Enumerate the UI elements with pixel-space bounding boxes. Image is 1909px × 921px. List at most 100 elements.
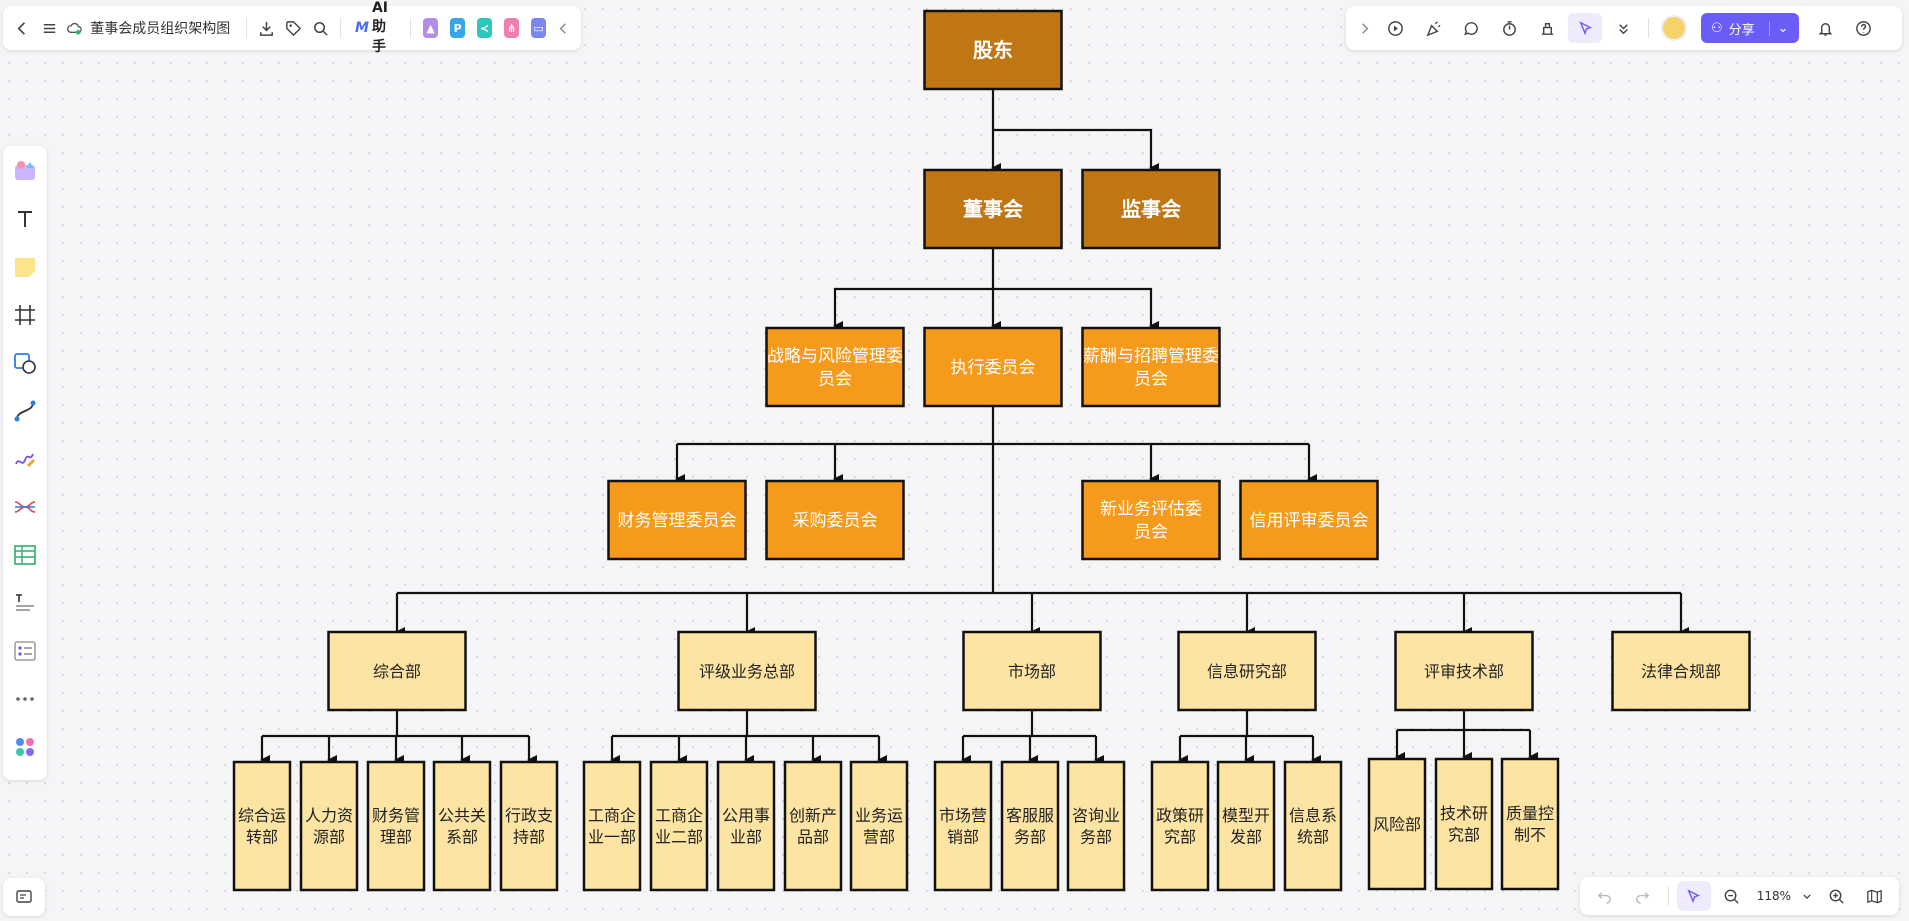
node-committee-0[interactable]: 战略与风险管理委员会	[765, 326, 905, 408]
connector-board-strategy	[833, 287, 993, 331]
node-unit-3-0-label: 政策研究部	[1156, 806, 1204, 847]
node-department-0-label: 综合部	[373, 662, 421, 681]
vote-icon[interactable]	[1530, 13, 1564, 43]
zoom-level[interactable]: 118%	[1756, 889, 1791, 903]
expand-right-icon[interactable]	[1354, 13, 1374, 43]
flow-plugin-icon[interactable]: ⋔	[504, 18, 520, 38]
connector-lines	[260, 89, 1689, 765]
node-department-2[interactable]: 市场部	[962, 630, 1102, 712]
more-chevrons-icon[interactable]	[1606, 13, 1640, 43]
present-play-icon[interactable]	[1378, 13, 1412, 43]
share-button[interactable]: ⚇分享⌄	[1701, 13, 1799, 43]
timer-icon[interactable]	[1492, 13, 1526, 43]
zoom-dropdown-icon[interactable]	[1799, 881, 1815, 911]
image-plugin-icon[interactable]: ▲	[423, 18, 439, 38]
node-unit-3-1[interactable]: 模型开发部	[1216, 760, 1276, 892]
tag-icon[interactable]	[282, 13, 305, 43]
node-subcommittee-0-label: 财务管理委员会	[618, 511, 737, 531]
minimap-icon[interactable]	[1857, 881, 1891, 911]
node-subcommittee-0[interactable]: 财务管理委员会	[607, 479, 747, 561]
node-shareholders[interactable]: 股东	[923, 9, 1063, 91]
node-subcommittee-3[interactable]: 信用评审委员会	[1239, 479, 1379, 561]
more-tools-icon[interactable]	[8, 680, 42, 718]
document-title[interactable]: 董事会成员组织架构图	[90, 21, 231, 37]
download-icon[interactable]	[255, 13, 278, 43]
undo-icon[interactable]	[1588, 881, 1622, 911]
node-department-1[interactable]: 评级业务总部	[677, 630, 817, 712]
connector-tool-icon[interactable]	[8, 392, 42, 430]
celebrate-icon[interactable]	[1416, 13, 1450, 43]
shape-tool-icon[interactable]	[8, 344, 42, 382]
node-department-4[interactable]: 评审技术部	[1394, 630, 1534, 712]
node-unit-2-1-label: 客服服务部	[1006, 806, 1054, 847]
node-unit-3-0[interactable]: 政策研究部	[1150, 760, 1210, 892]
zoom-in-icon[interactable]	[1819, 881, 1853, 911]
node-unit-1-3-label: 创新产品部	[789, 806, 837, 847]
redo-icon[interactable]	[1626, 881, 1660, 911]
node-department-3[interactable]: 信息研究部	[1177, 630, 1317, 712]
sticky-note-icon[interactable]	[8, 248, 42, 286]
node-unit-1-4[interactable]: 业务运营部	[849, 760, 909, 892]
pen-tool-icon[interactable]	[8, 440, 42, 478]
node-committee-1[interactable]: 执行委员会	[923, 326, 1063, 408]
node-unit-1-0[interactable]: 工商企业一部	[582, 760, 642, 892]
node-unit-3-2[interactable]: 信息系统部	[1283, 760, 1343, 892]
node-committee-1-label: 执行委员会	[951, 358, 1036, 378]
layers-panel-button[interactable]	[3, 878, 45, 916]
node-unit-0-4[interactable]: 行政支持部	[499, 760, 559, 892]
node-department-5-label: 法律合规部	[1641, 662, 1721, 681]
search-icon[interactable]	[309, 13, 332, 43]
frame-tool-icon[interactable]	[8, 296, 42, 334]
node-subcommittee-2[interactable]: 新业务评估委员会	[1081, 479, 1221, 561]
node-unit-0-2[interactable]: 财务管理部	[366, 760, 426, 892]
follow-cursor-icon[interactable]	[1568, 13, 1602, 43]
node-department-5[interactable]: 法律合规部	[1611, 630, 1751, 712]
node-unit-2-2[interactable]: 咨询业务部	[1066, 760, 1126, 892]
collapse-left-icon[interactable]	[554, 13, 573, 43]
node-level2-0[interactable]: 董事会	[923, 168, 1063, 250]
node-unit-0-1-label: 人力资源部	[305, 806, 353, 847]
node-level2-1[interactable]: 监事会	[1081, 168, 1221, 250]
text-tool-icon[interactable]	[8, 200, 42, 238]
apps-icon[interactable]	[8, 728, 42, 766]
menu-icon[interactable]	[38, 13, 61, 43]
mindmap-plugin-icon[interactable]: ≺	[477, 18, 493, 38]
select-pointer-icon[interactable]	[1676, 881, 1711, 911]
avatar[interactable]	[1661, 15, 1687, 41]
connector-board-salary	[993, 287, 1159, 331]
node-department-1-label: 评级业务总部	[699, 662, 795, 681]
node-committee-2[interactable]: 薪酬与招聘管理委员会	[1081, 326, 1221, 408]
share-dropdown-icon[interactable]: ⌄	[1768, 20, 1789, 36]
zoom-out-icon[interactable]	[1715, 881, 1749, 911]
node-unit-0-3[interactable]: 公共关系部	[432, 760, 492, 892]
node-unit-1-1-label: 工商企业二部	[655, 806, 703, 847]
notification-bell-icon[interactable]	[1809, 13, 1843, 43]
connector-root-supervisory	[993, 128, 1159, 173]
node-committee-0-label: 战略与风险管理委员会	[767, 347, 903, 390]
p-plugin-icon[interactable]: P	[450, 18, 466, 38]
node-unit-2-1[interactable]: 客服服务部	[1000, 760, 1060, 892]
list-tool-icon[interactable]	[8, 632, 42, 670]
node-unit-0-1[interactable]: 人力资源部	[299, 760, 359, 892]
help-icon[interactable]	[1847, 13, 1881, 43]
chat-plugin-icon[interactable]: ▭	[531, 18, 547, 38]
node-unit-2-0[interactable]: 市场营销部	[933, 760, 993, 892]
node-unit-4-2[interactable]: 质量控制不	[1500, 757, 1560, 891]
table-tool-icon[interactable]	[8, 536, 42, 574]
node-subcommittee-1[interactable]: 采购委员会	[765, 479, 905, 561]
node-unit-1-3[interactable]: 创新产品部	[783, 760, 843, 892]
node-unit-1-1[interactable]: 工商企业二部	[649, 760, 709, 892]
node-department-3-label: 信息研究部	[1207, 662, 1287, 681]
back-icon[interactable]	[11, 13, 34, 43]
node-unit-4-0[interactable]: 风险部	[1367, 757, 1427, 891]
text-doc-tool-icon[interactable]	[8, 584, 42, 622]
comment-icon[interactable]	[1454, 13, 1488, 43]
node-department-2-label: 市场部	[1008, 662, 1056, 681]
node-unit-4-1[interactable]: 技术研究部	[1434, 757, 1494, 891]
node-unit-1-2[interactable]: 公用事业部	[716, 760, 776, 892]
node-unit-0-0[interactable]: 综合运转部	[232, 760, 292, 892]
template-library-icon[interactable]	[8, 152, 42, 190]
mindmap-tool-icon[interactable]	[8, 488, 42, 526]
node-department-0[interactable]: 综合部	[327, 630, 467, 712]
